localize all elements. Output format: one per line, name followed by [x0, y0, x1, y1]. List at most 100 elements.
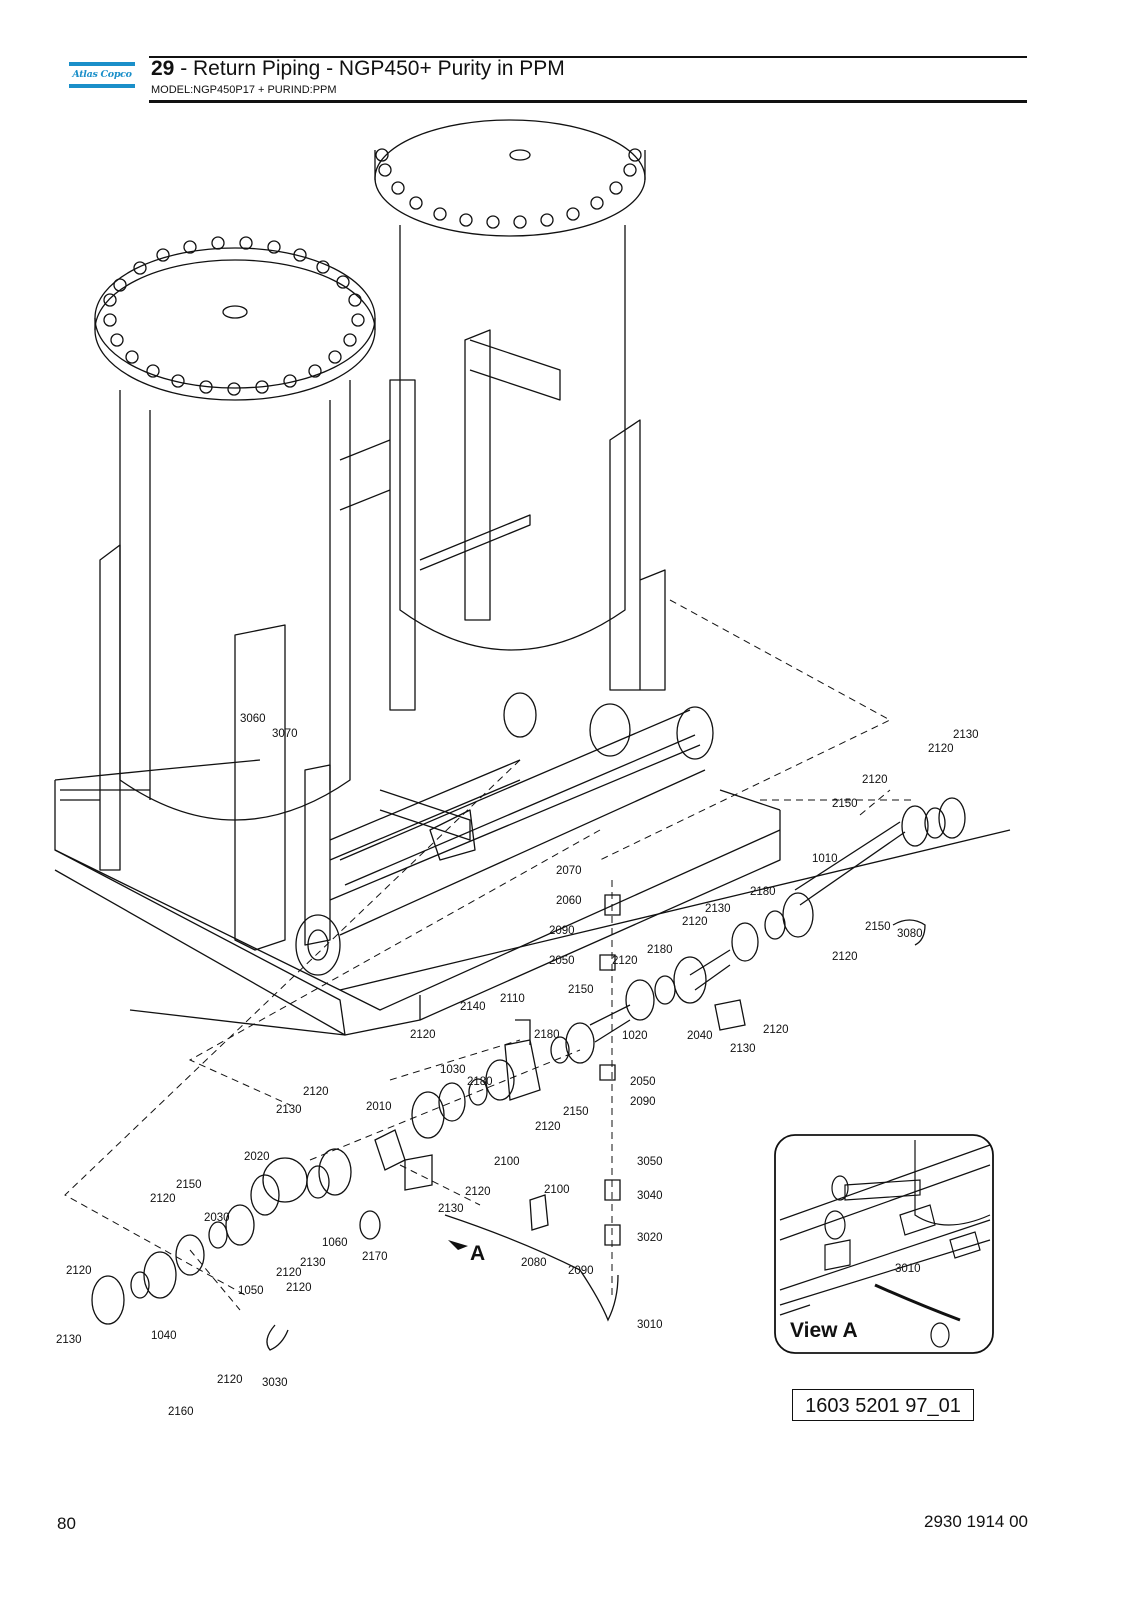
part-label-2120: 2120 — [276, 1267, 302, 1279]
page-title: 29 - Return Piping - NGP450+ Purity in P… — [151, 56, 565, 82]
part-label-2120: 2120 — [612, 955, 638, 967]
part-label-2120: 2120 — [682, 916, 708, 928]
part-label-3030: 3030 — [262, 1377, 288, 1389]
document-number: 2930 1914 00 — [924, 1512, 1028, 1531]
part-label-3010: 3010 — [637, 1319, 663, 1331]
part-label-2090: 2090 — [568, 1265, 594, 1277]
part-label-2120: 2120 — [410, 1029, 436, 1041]
logo-wordmark: Atlas Copco — [72, 69, 132, 80]
valve-2040 — [714, 999, 746, 1031]
part-label-3040: 3040 — [637, 1190, 663, 1202]
page-number: 80 — [57, 1514, 76, 1533]
part-label-2180: 2180 — [534, 1029, 560, 1041]
pipe-end-flange — [295, 914, 341, 976]
part-label-2120: 2120 — [763, 1024, 789, 1036]
part-label-2130: 2130 — [276, 1104, 302, 1116]
part-label-2090: 2090 — [549, 925, 575, 937]
header-top-rule — [149, 56, 1027, 58]
part-label-2120: 2120 — [66, 1265, 92, 1277]
part-label-2110: 2110 — [500, 993, 525, 1005]
part-label-1050: 1050 — [238, 1285, 264, 1297]
part-label-3080: 3080 — [897, 928, 923, 940]
drawing-number-box: 1603 5201 97_01 — [792, 1389, 974, 1421]
atlas-copco-logo: Atlas Copco — [69, 62, 135, 98]
part-label-2120: 2120 — [303, 1086, 329, 1098]
part-label-2120: 2120 — [862, 774, 888, 786]
logo-top-bar — [69, 62, 135, 66]
logo-bottom-bar — [69, 84, 135, 88]
part-label-3020: 3020 — [637, 1232, 663, 1244]
section-title: - Return Piping - NGP450+ Purity in PPM — [174, 57, 565, 80]
part-label-2020: 2020 — [244, 1151, 270, 1163]
right-vessel-bolts — [375, 148, 642, 229]
part-label-2130: 2130 — [953, 729, 979, 741]
part-label-2090: 2090 — [630, 1096, 656, 1108]
part-label-2170: 2170 — [362, 1251, 388, 1263]
right-vessel-shell — [399, 225, 626, 651]
part-label-2060: 2060 — [556, 895, 582, 907]
part-label-2050: 2050 — [549, 955, 575, 967]
part-label-2120: 2120 — [286, 1282, 312, 1294]
part-label-2180: 2180 — [750, 886, 776, 898]
left-vessel-bolts — [103, 236, 365, 396]
part-label-2180: 2180 — [467, 1076, 493, 1088]
valve-2010 — [374, 1129, 406, 1171]
part-label-1020: 1020 — [622, 1030, 648, 1042]
part-label-2120: 2120 — [535, 1121, 561, 1133]
part-label-2130: 2130 — [705, 903, 731, 915]
regulator-2110 — [504, 1019, 541, 1101]
assembly-leader-lines — [64, 599, 915, 1311]
part-label-2080: 2080 — [521, 1257, 547, 1269]
right-vessel-top-flange — [374, 119, 646, 237]
model-line: MODEL:NGP450P17 + PURIND:PPM — [151, 84, 337, 96]
part-label-2100: 2100 — [494, 1156, 520, 1168]
hose-3010 — [444, 1214, 619, 1322]
part-label-2160: 2160 — [168, 1406, 194, 1418]
part-label-2010: 2010 — [366, 1101, 392, 1113]
part-label-1010: 1010 — [812, 853, 838, 865]
part-label-2140: 2140 — [460, 1001, 486, 1013]
pipe-1020 — [589, 1004, 631, 1043]
part-label-3050: 3050 — [637, 1156, 663, 1168]
part-label-2050: 2050 — [630, 1076, 656, 1088]
pipe-1010 — [794, 821, 906, 906]
part-label-2030: 2030 — [204, 1212, 230, 1224]
part-label-2150: 2150 — [176, 1179, 202, 1191]
part-label-2130: 2130 — [438, 1203, 464, 1215]
part-label-1060: 1060 — [322, 1237, 348, 1249]
part-label-2130: 2130 — [56, 1334, 82, 1346]
part-label-2130: 2130 — [300, 1257, 326, 1269]
inset-title: View A — [790, 1319, 858, 1342]
inset-label: 3010 — [895, 1263, 921, 1275]
part-label-1030: 1030 — [440, 1064, 466, 1076]
part-label-2150: 2150 — [568, 984, 594, 996]
flange-2130-right — [938, 797, 966, 839]
part-label-2120: 2120 — [832, 951, 858, 963]
part-label-2100: 2100 — [544, 1184, 570, 1196]
inset-frame — [774, 1134, 994, 1354]
part-label-1040: 1040 — [151, 1330, 177, 1342]
part-label-2130: 2130 — [730, 1043, 756, 1055]
part-label-2120: 2120 — [465, 1186, 491, 1198]
view-a-inset: View A 3010 — [774, 1134, 994, 1354]
exploded-parts — [91, 797, 966, 1351]
part-label-2150: 2150 — [865, 921, 891, 933]
flange-1040 — [91, 1275, 125, 1325]
part-label-2040: 2040 — [687, 1030, 713, 1042]
equipment-linework — [54, 119, 1011, 1036]
valve-2020 — [262, 1157, 308, 1203]
header-bottom-rule — [149, 100, 1027, 103]
part-label-3060: 3060 — [240, 713, 266, 725]
view-arrow-icon — [448, 1240, 468, 1250]
section-number: 29 — [151, 57, 175, 80]
part-label-2150: 2150 — [832, 798, 858, 810]
part-label-2070: 2070 — [556, 865, 582, 877]
part-label-2120: 2120 — [928, 743, 954, 755]
part-label-2120: 2120 — [217, 1374, 243, 1386]
view-marker: A — [470, 1242, 485, 1265]
part-label-2150: 2150 — [563, 1106, 589, 1118]
part-label-2120: 2120 — [150, 1193, 176, 1205]
